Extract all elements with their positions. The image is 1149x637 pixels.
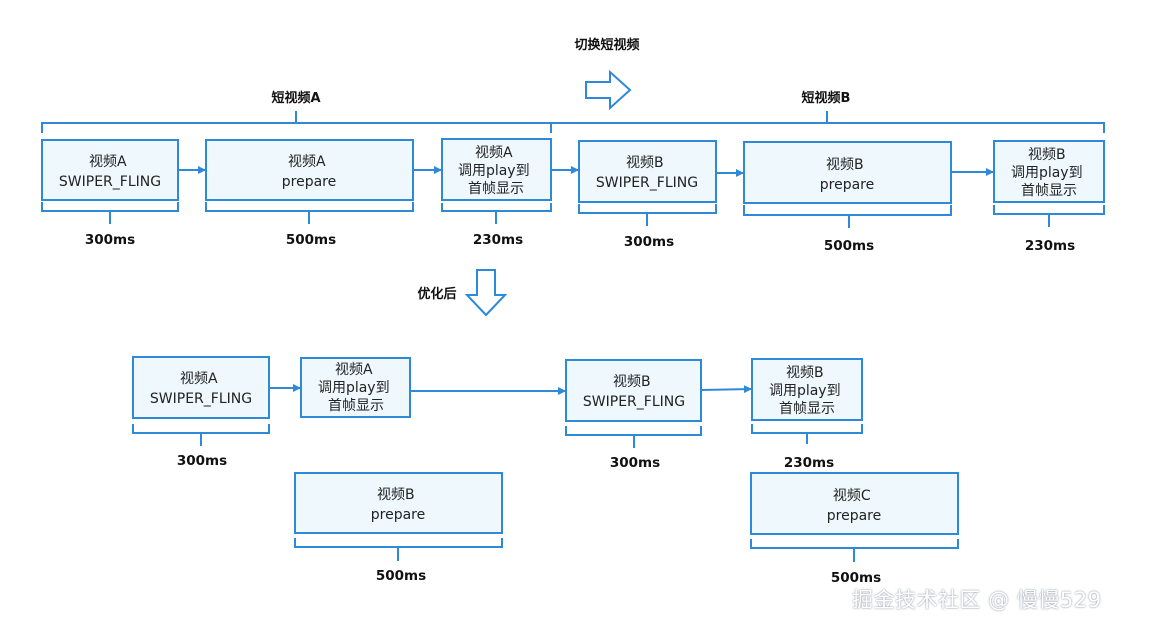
duration-label: 230ms [473,232,523,248]
box-line: 视频A [89,154,127,170]
duration-brace [132,424,270,446]
box-line: 首帧显示 [779,401,835,417]
box-line: 视频C [833,488,871,504]
box-line: 调用play到 [1011,165,1083,181]
box-line: 视频B [626,155,664,171]
duration-brace [205,202,414,224]
box-line: 视频A [180,371,218,387]
box-line: 首帧显示 [468,181,524,197]
box-play-a-optimized: 视频A 调用play到 首帧显示 [300,357,411,418]
box-line: prepare [820,177,874,193]
box-play-b-optimized: 视频B 调用play到 首帧显示 [751,358,863,421]
duration-label: 500ms [286,232,336,248]
connector [700,385,753,394]
box-play-b: 视频B 调用play到 首帧显示 [993,140,1105,203]
box-line: SWIPER_FLING [150,391,252,407]
box-line: 视频B [786,365,824,381]
box-prepare-a: 视频A prepare [205,139,414,201]
box-line: 视频B [1028,147,1066,163]
box-line: prepare [282,174,336,190]
duration-brace [993,205,1105,227]
svg-text:视频B prepare: 视频B prepare [820,157,874,193]
box-swiper-a: 视频A SWIPER_FLING [41,139,179,201]
duration-label: 230ms [1025,238,1075,254]
duration-brace [441,203,552,224]
duration-label: 300ms [624,234,674,250]
duration-brace [750,539,959,562]
svg-text:视频C prepare: 视频C prepare [827,488,881,524]
box-swiper-b: 视频B SWIPER_FLING [578,140,717,203]
svg-text:视频A prepare: 视频A prepare [282,154,336,190]
duration-label: 230ms [784,455,834,471]
box-line: SWIPER_FLING [583,394,685,410]
box-line: 视频B [377,487,415,503]
box-line: 调用play到 [318,380,390,396]
duration-label: 500ms [824,238,874,254]
svg-text:视频B SWIPER_FLING: 视频B SWIPER_FLING [583,374,685,410]
duration-label: 300ms [177,453,227,469]
box-line: 首帧显示 [328,398,384,414]
optimized-label: 优化后 [417,286,456,302]
box-line: 视频B [826,157,864,173]
svg-text:视频A 调用play到 首帧显示: 视频A 调用play到 首帧显示 [458,145,534,197]
svg-text:视频A 调用play到 首帧显示: 视频A 调用play到 首帧显示 [318,362,394,414]
group-a-brace [41,111,552,133]
duration-brace [751,424,863,444]
svg-text:视频B prepare: 视频B prepare [371,487,425,523]
box-play-a: 视频A 调用play到 首帧显示 [441,138,552,201]
box-line: 视频B [613,374,651,390]
duration-label: 500ms [831,570,881,586]
box-line: prepare [371,507,425,523]
box-swiper-a-optimized: 视频A SWIPER_FLING [132,356,270,419]
group-b-brace [550,111,1105,133]
box-line: prepare [827,508,881,524]
watermark: 掘金技术社区 @ 慢慢529 [852,588,1102,612]
box-line: 视频A [335,362,373,378]
box-prepare-b-optimized: 视频B prepare [294,472,503,534]
box-line: 调用play到 [769,383,841,399]
optimized-arrow-icon [464,269,508,317]
box-line: 首帧显示 [1021,183,1077,199]
svg-text:视频A SWIPER_FLING: 视频A SWIPER_FLING [59,154,161,190]
box-prepare-c-optimized: 视频C prepare [750,472,959,535]
svg-text:视频B SWIPER_FLING: 视频B SWIPER_FLING [596,155,698,191]
box-line: 视频A [288,154,326,170]
box-line: 视频A [475,145,513,161]
svg-text:视频A SWIPER_FLING: 视频A SWIPER_FLING [150,371,252,407]
box-line: SWIPER_FLING [596,175,698,191]
duration-brace [743,205,952,228]
box-line: SWIPER_FLING [59,174,161,190]
svg-text:视频B 调用play到 首帧显示: 视频B 调用play到 首帧显示 [1011,147,1087,199]
box-swiper-b-optimized: 视频B SWIPER_FLING [565,359,702,422]
box-line: 调用play到 [458,163,530,179]
switch-arrow-icon [585,69,632,111]
group-b-label: 短视频B [802,90,851,106]
duration-brace [578,204,717,226]
duration-brace [41,202,179,224]
duration-label: 300ms [610,455,660,471]
switch-label: 切换短视频 [574,37,639,53]
duration-label: 500ms [376,568,426,584]
duration-brace [294,538,503,561]
svg-text:视频B 调用play到 首帧显示: 视频B 调用play到 首帧显示 [769,365,845,417]
box-prepare-b: 视频B prepare [743,141,952,204]
group-a-label: 短视频A [271,90,320,106]
duration-label: 300ms [85,232,135,248]
duration-brace [565,426,702,448]
